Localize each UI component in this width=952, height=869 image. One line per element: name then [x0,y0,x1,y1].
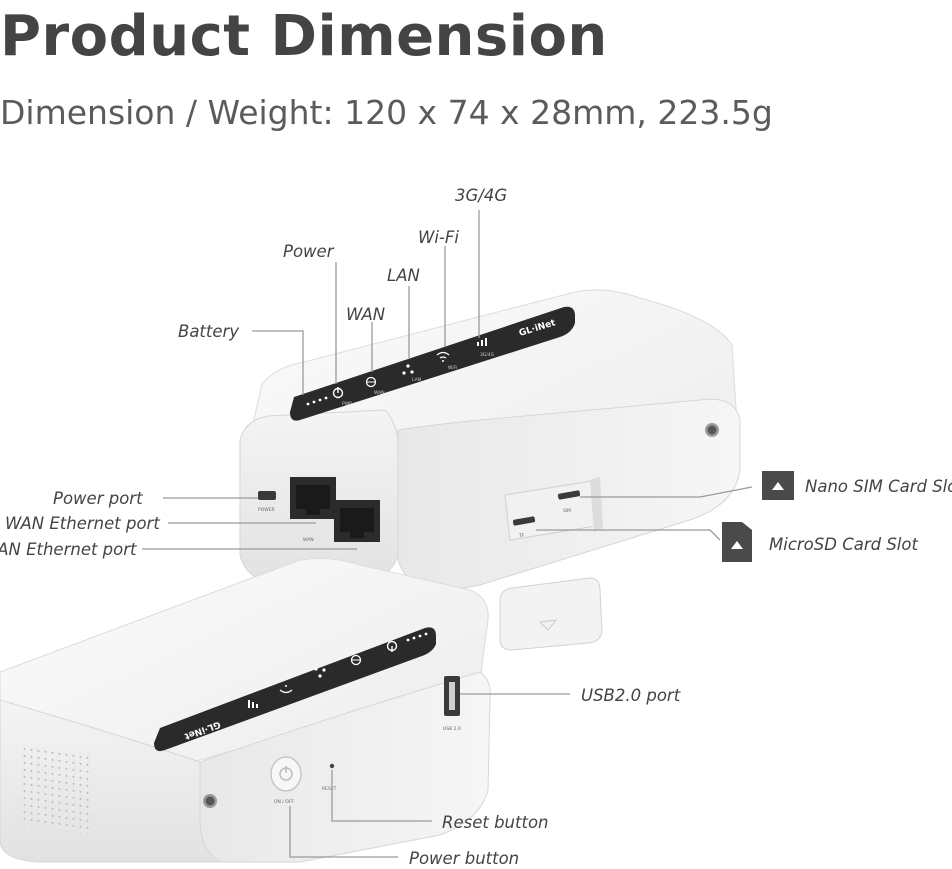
callout-lan-led: LAN [387,266,420,285]
card-slot-area: SIM TF [499,477,603,651]
port-mark-wan: WAN [303,537,314,543]
network-icon [402,364,414,375]
led-mark-wan: WAN [374,390,385,396]
slot-cover [499,577,603,651]
led-strip-top: PWR WAN LAN WiFi 3G/4 [290,306,575,421]
callout-microsd: MicroSD Card Slot [769,535,918,554]
battery-led [306,402,310,406]
nano-sim-slot [557,490,581,500]
wan-ethernet-port [290,477,336,519]
battery-led [324,396,328,400]
callout-power-led: Power [283,242,335,261]
lan-ethernet-port [334,500,380,542]
page-title: Product Dimension [0,4,608,69]
usb-port [444,676,460,716]
wifi-icon [279,685,293,694]
signal-icon [477,338,487,346]
screw-icon [203,794,217,808]
power-button[interactable] [270,756,302,792]
reset-button[interactable] [329,763,335,769]
callout-labels: Battery Power WAN LAN Wi-Fi 3G/4G Power … [0,186,952,868]
callout-wan-led: WAN [346,305,385,324]
globe-icon [365,376,377,388]
led-mark-power: PWR [342,401,352,407]
port-mark-tf: TF [518,533,525,539]
usb-c-power-port [258,491,276,500]
battery-led [318,398,322,402]
callout-power-port: Power port [53,489,143,508]
callout-wifi-led: Wi-Fi [418,228,459,247]
callout-wan-port: WAN Ethernet port [5,514,160,533]
led-mark-lan: LAN [412,377,421,383]
callout-power-button: Power button [409,849,519,868]
vent-grid [20,744,92,835]
callout-battery: Battery [178,322,239,341]
led-mark-cellular: 3G/4G [480,352,495,358]
sd-card-icon [722,522,752,562]
router-bottom-view: GL·iNet [0,557,491,863]
battery-led [418,634,422,638]
callout-reset-button: Reset button [442,813,549,832]
port-mark-reset: RESET [322,786,337,792]
led-mark-wifi: WiFi [448,365,457,371]
router-top-view: PWR WAN LAN WiFi 3G/4 [239,289,741,651]
callout-nano-sim: Nano SIM Card Slot [805,477,952,496]
port-mark-on-off: ON / OFF [274,799,294,805]
battery-led [424,632,428,636]
network-icon [314,667,326,678]
port-mark-power: POWER [258,507,275,513]
wifi-icon [436,351,450,362]
sim-card-icon [762,471,794,500]
port-mark-usb: USB 2.0 [443,726,461,732]
port-mark-sim: SIM [563,508,571,514]
screw-icon [705,423,719,437]
leader-lines [142,210,753,858]
callout-cellular-led: 3G/4G [455,186,507,205]
battery-led [406,638,410,642]
battery-led [312,400,316,404]
page-subtitle: Dimension / Weight: 120 x 74 x 28mm, 223… [0,93,773,132]
signal-icon [248,700,258,708]
callout-lan-port: LAN Ethernet port [0,540,137,559]
microsd-slot [512,516,536,526]
power-icon [386,640,398,652]
power-icon [332,387,344,399]
callout-usb: USB2.0 port [581,686,681,705]
battery-led [412,636,416,640]
globe-icon [350,654,362,666]
